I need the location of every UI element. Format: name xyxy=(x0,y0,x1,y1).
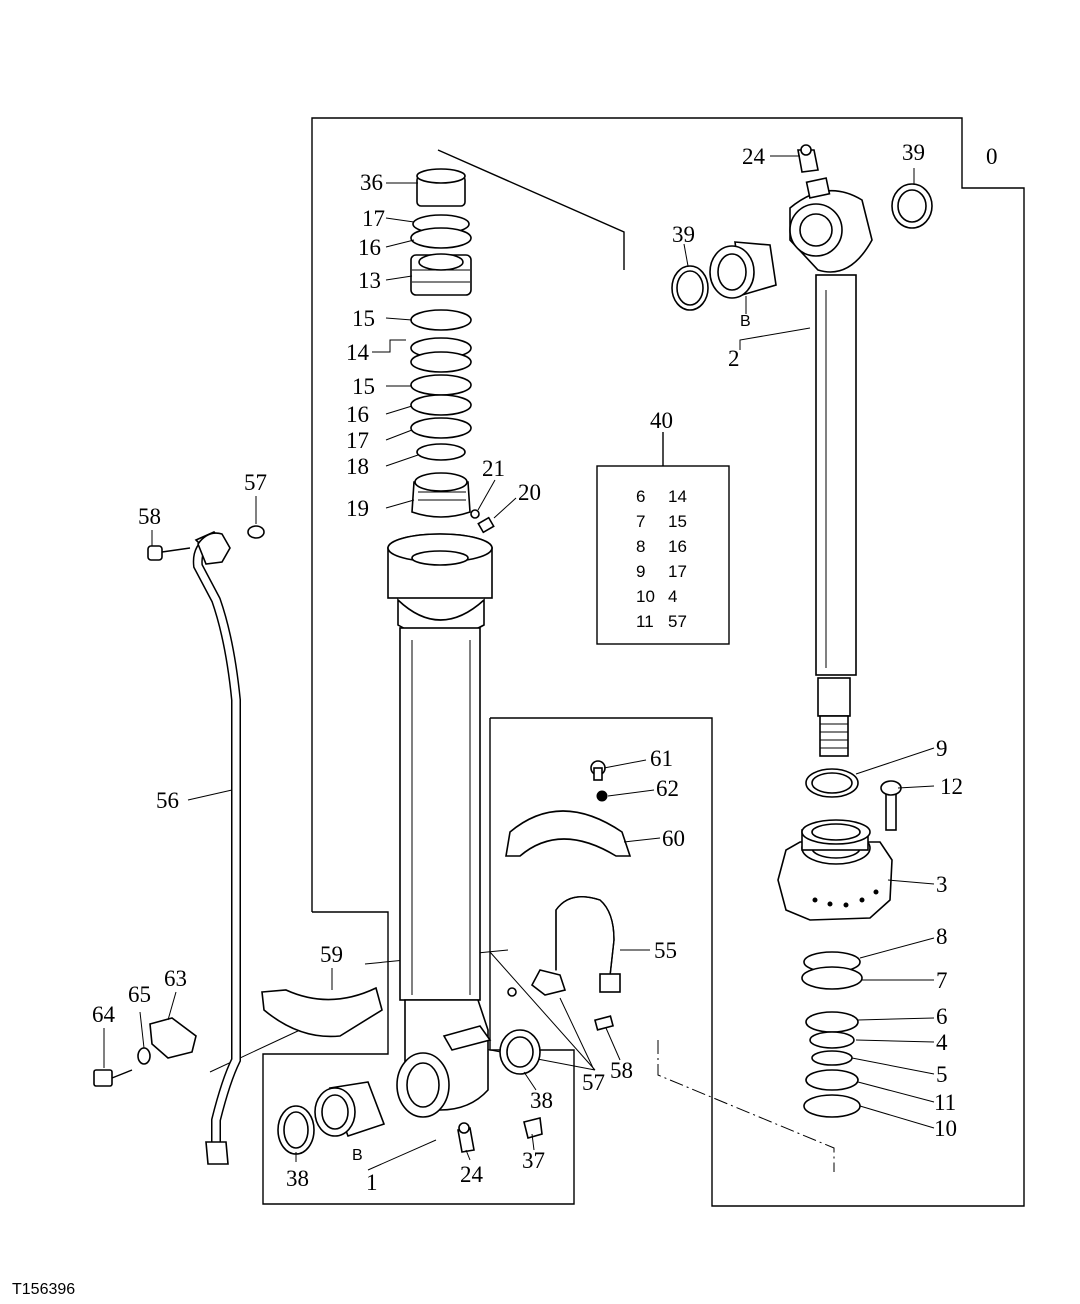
callout-15-lower: 15 xyxy=(352,374,375,399)
figure-id: T156396 xyxy=(12,1281,75,1298)
callout-0: 0 xyxy=(986,144,998,169)
piston-assembly xyxy=(777,768,902,1118)
callout-36: 36 xyxy=(360,170,383,195)
kit-table-cell: 10 xyxy=(636,587,655,606)
callout-9: 9 xyxy=(936,736,948,761)
kit-table-cell: 8 xyxy=(636,537,645,556)
kit-table-cell: 16 xyxy=(668,537,687,556)
callout-2: 2 xyxy=(728,346,740,371)
kit-table-cell: 11 xyxy=(636,612,654,631)
callout-19: 19 xyxy=(346,496,369,521)
callout-55: 55 xyxy=(654,938,677,963)
callout-18: 18 xyxy=(346,454,369,479)
callout-63: 63 xyxy=(164,966,187,991)
callout-24-lower: 24 xyxy=(460,1162,484,1187)
kit-table-cell: 15 xyxy=(668,512,687,531)
callout-37: 37 xyxy=(522,1148,545,1173)
callout-59: 59 xyxy=(320,942,343,967)
callout-4: 4 xyxy=(936,1030,948,1055)
callout-17-lower: 17 xyxy=(346,428,369,453)
kit-table-cell: 4 xyxy=(668,587,677,606)
callout-21: 21 xyxy=(482,456,505,481)
callout-16-lower: 16 xyxy=(346,402,369,427)
cylinder-tube xyxy=(387,533,493,1118)
bushing-b-lower-label: B xyxy=(352,1147,363,1164)
callout-labels: 36 17 16 13 15 14 15 16 17 18 19 21 20 2… xyxy=(92,140,998,1195)
kit-table-cell: 57 xyxy=(668,612,687,631)
callout-12: 12 xyxy=(940,774,963,799)
callout-17-upper: 17 xyxy=(362,206,385,231)
kit-table-cell: 9 xyxy=(636,562,645,581)
callout-10: 10 xyxy=(934,1116,957,1141)
callout-40: 40 xyxy=(650,408,673,433)
callout-15-upper: 15 xyxy=(352,306,375,331)
callout-5: 5 xyxy=(936,1062,948,1087)
callout-16-upper: 16 xyxy=(358,235,381,260)
callout-56: 56 xyxy=(156,788,179,813)
callout-13: 13 xyxy=(358,268,381,293)
callout-61: 61 xyxy=(650,746,673,771)
callout-58-lower: 58 xyxy=(610,1058,633,1083)
callout-1: 1 xyxy=(366,1170,378,1195)
callout-7: 7 xyxy=(936,968,948,993)
callout-58-upper: 58 xyxy=(138,504,161,529)
bushing-b-upper-label: B xyxy=(740,313,751,330)
kit-table-cell: 7 xyxy=(636,512,645,531)
callout-24-upper: 24 xyxy=(742,144,766,169)
callout-39-right: 39 xyxy=(902,140,925,165)
callout-14: 14 xyxy=(346,340,370,365)
rod-end-parts xyxy=(277,1029,543,1155)
callout-leaders xyxy=(103,155,963,1171)
hose-and-clamps xyxy=(261,760,632,1051)
callout-60: 60 xyxy=(662,826,685,851)
callout-62: 62 xyxy=(656,776,679,801)
callout-11: 11 xyxy=(934,1090,956,1115)
callout-57-upper: 57 xyxy=(244,470,267,495)
callout-8: 8 xyxy=(936,924,948,949)
kit-table-cell: 14 xyxy=(668,487,687,506)
kit-table-cell: 6 xyxy=(636,487,645,506)
pipe-56 xyxy=(93,525,265,1165)
callout-57-lower: 57 xyxy=(582,1070,605,1095)
piston-rod xyxy=(671,144,933,757)
callout-38-right: 38 xyxy=(530,1088,553,1113)
callout-38-lower: 38 xyxy=(286,1166,309,1191)
kit-table: 6 14 7 15 8 16 9 17 10 4 11 57 xyxy=(596,432,730,645)
callout-20: 20 xyxy=(518,480,541,505)
callout-6: 6 xyxy=(936,1004,948,1029)
callout-3: 3 xyxy=(936,872,948,897)
callout-64: 64 xyxy=(92,1002,116,1027)
callout-65: 65 xyxy=(128,982,151,1007)
callout-39-left: 39 xyxy=(672,222,695,247)
kit-table-cell: 17 xyxy=(668,562,687,581)
